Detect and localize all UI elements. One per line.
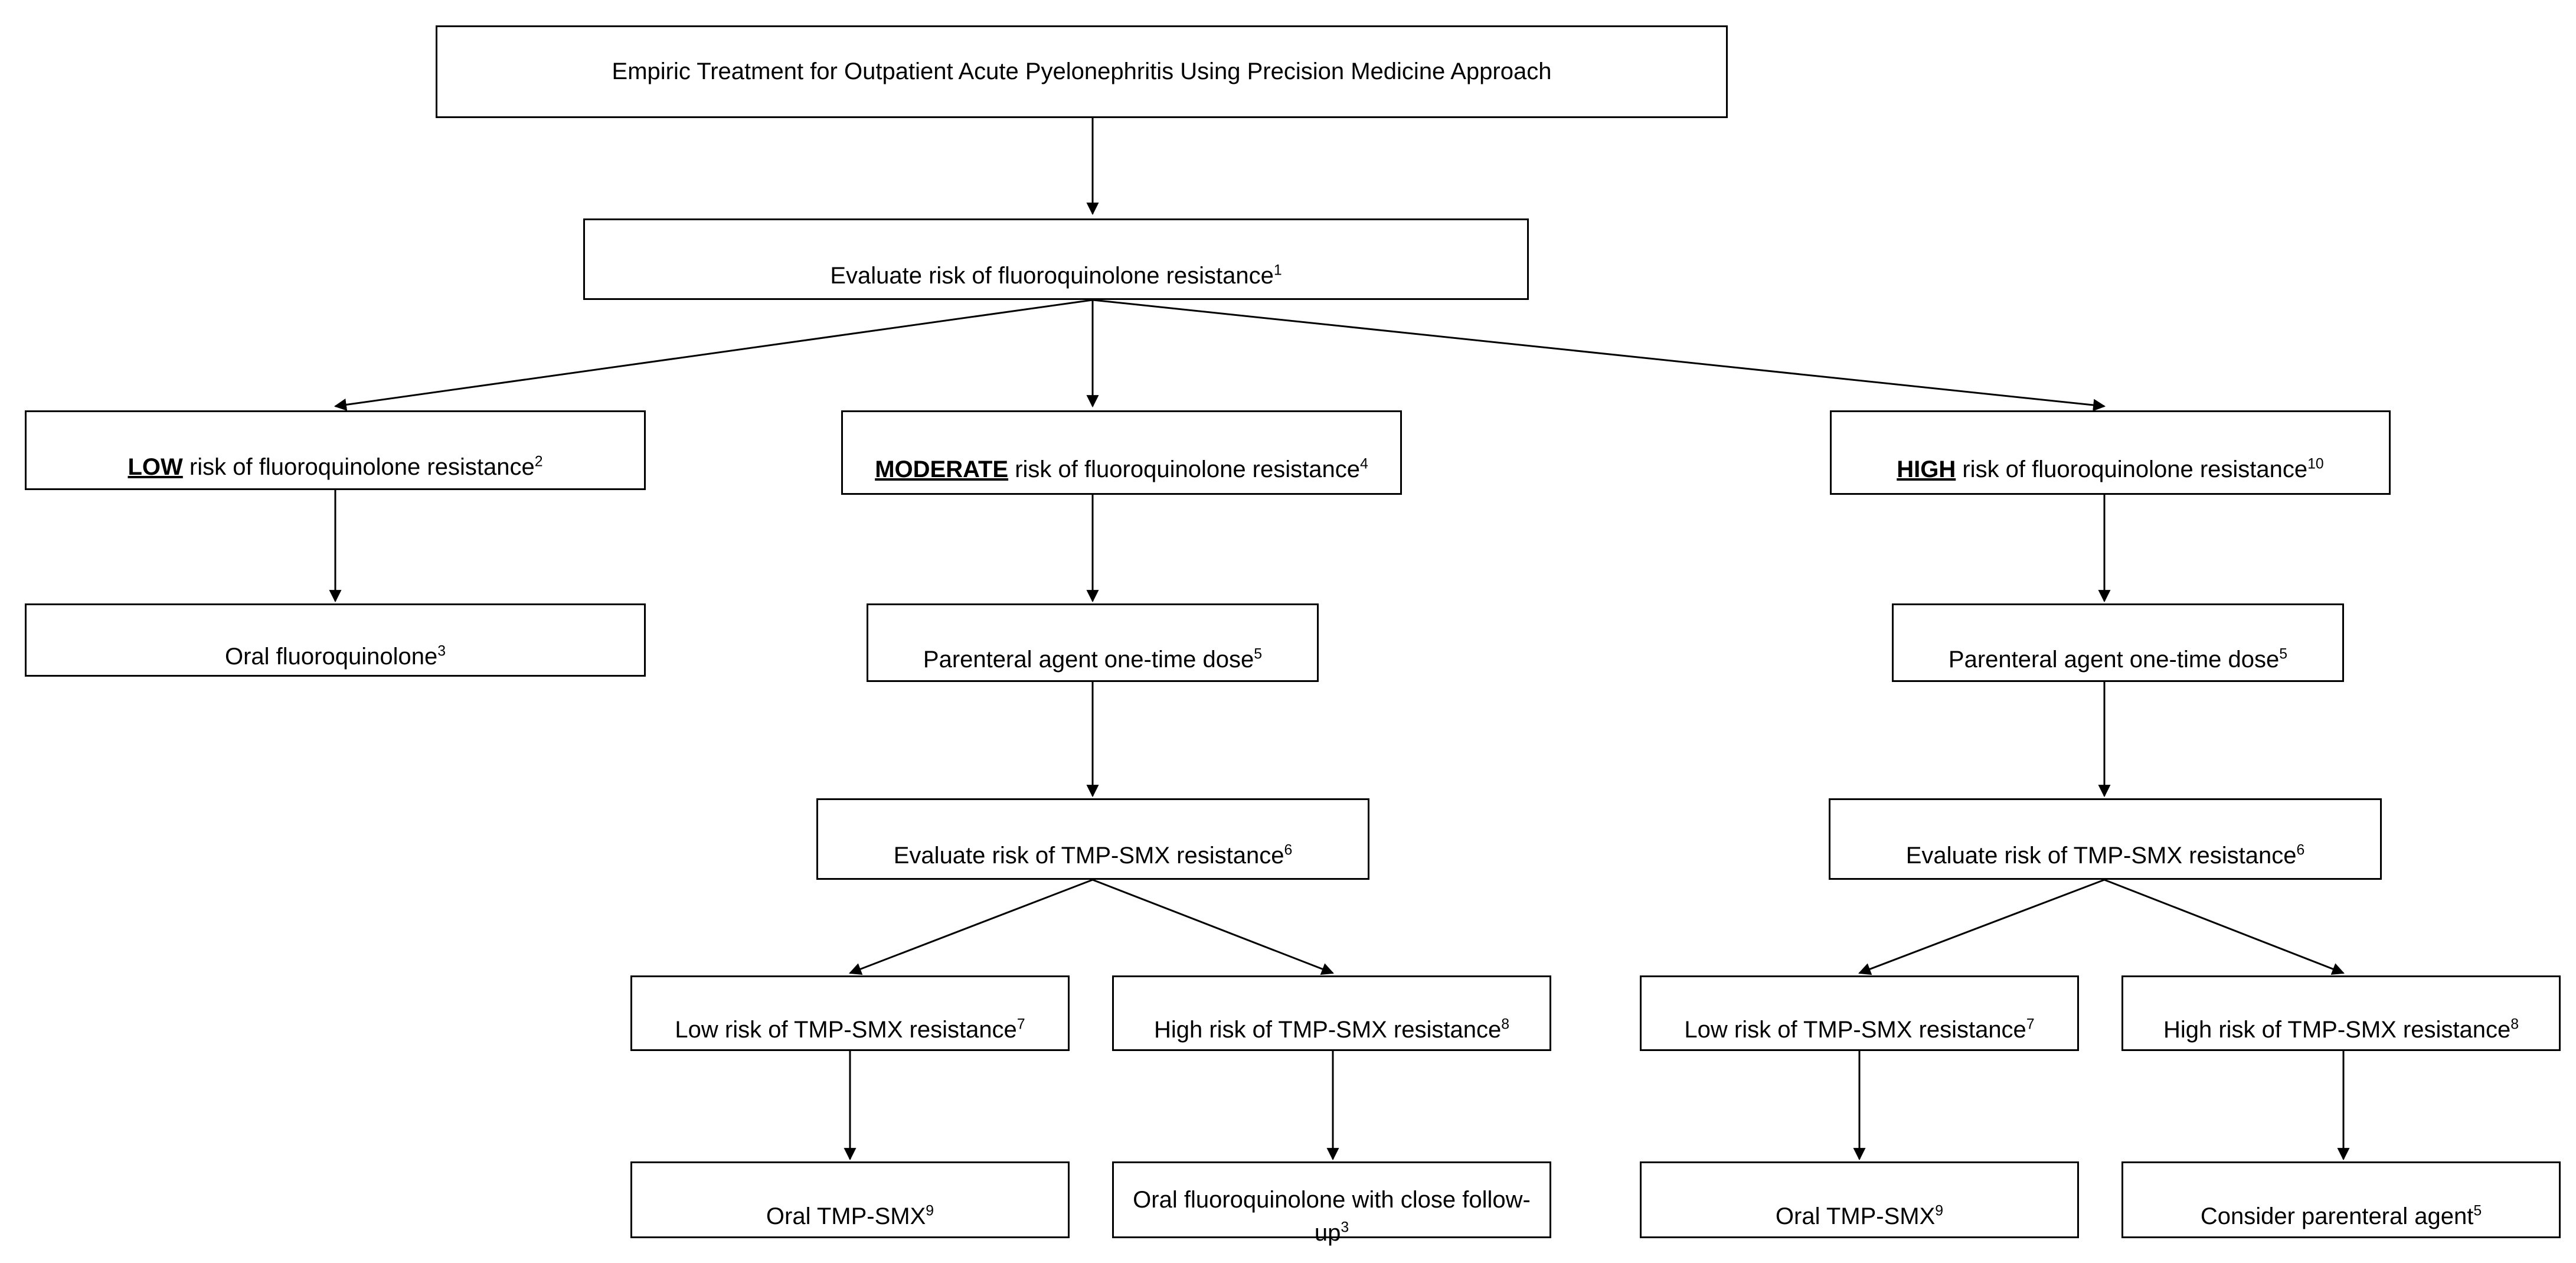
text-part: Evaluate risk of TMP-SMX resistance: [893, 843, 1284, 869]
node-oral-tmp-smx-moderate[interactable]: Oral TMP-SMX9: [630, 1161, 1070, 1238]
superscript-marker: 5: [1254, 646, 1263, 662]
superscript-marker: 9: [926, 1203, 934, 1219]
superscript-marker: 6: [1284, 842, 1293, 859]
node-consider-parenteral-agent-label: Consider parenteral agent5: [2133, 1166, 2549, 1233]
text-part: Evaluate risk of fluoroquinolone resista…: [830, 263, 1274, 289]
node-moderate-risk-fluoroquinolone[interactable]: MODERATE risk of fluoroquinolone resista…: [841, 410, 1402, 495]
node-title[interactable]: Empiric Treatment for Outpatient Acute P…: [436, 25, 1728, 118]
superscript-marker: 3: [437, 643, 446, 660]
text-part: Oral fluoroquinolone with close follow-u…: [1133, 1186, 1531, 1246]
node-high-risk-tmp-smx-moderate[interactable]: High risk of TMP-SMX resistance8: [1112, 975, 1551, 1051]
text-part: Oral fluoroquinolone: [224, 644, 438, 670]
node-low-risk-fluoroquinolone[interactable]: LOW risk of fluoroquinolone resistance2: [25, 410, 646, 490]
superscript-marker: 5: [2473, 1203, 2482, 1219]
node-title-label: Empiric Treatment for Outpatient Acute P…: [612, 58, 1552, 85]
text-part: High risk of TMP-SMX resistance: [2163, 1017, 2511, 1043]
node-low-risk-tmp-smx-high[interactable]: Low risk of TMP-SMX resistance7: [1640, 975, 2079, 1051]
text-part: Parenteral agent one-time dose: [923, 646, 1254, 673]
superscript-marker: 9: [1935, 1203, 1944, 1219]
node-parenteral-agent-moderate[interactable]: Parenteral agent one-time dose5: [867, 603, 1319, 682]
text-part: risk of fluoroquinolone resistance: [1008, 456, 1360, 482]
text-part: Evaluate risk of TMP-SMX resistance: [1905, 843, 2297, 869]
edge-evaluate-fq-to-high: [1092, 299, 2106, 412]
node-parenteral-agent-moderate-label: Parenteral agent one-time dose5: [878, 609, 1307, 677]
text-part: High risk of TMP-SMX resistance: [1153, 1017, 1502, 1043]
node-oral-fluoroquinolone-close-followup-label: Oral fluoroquinolone with close follow-u…: [1123, 1150, 1540, 1250]
node-high-risk-fluoroquinolone[interactable]: HIGH risk of fluoroquinolone resistance1…: [1830, 410, 2391, 495]
node-low-risk-tmp-smx-moderate-label: Low risk of TMP-SMX resistance7: [642, 980, 1058, 1047]
node-moderate-risk-fluoroquinolone-label: MODERATE risk of fluoroquinolone resista…: [852, 419, 1391, 487]
superscript-marker: 1: [1273, 262, 1282, 279]
node-oral-tmp-smx-moderate-label: Oral TMP-SMX9: [642, 1166, 1058, 1233]
node-oral-fluoroquinolone-label: Oral fluoroquinolone3: [36, 606, 635, 674]
node-low-risk-tmp-smx-high-label: Low risk of TMP-SMX resistance7: [1651, 980, 2068, 1047]
node-low-risk-tmp-smx-moderate[interactable]: Low risk of TMP-SMX resistance7: [630, 975, 1070, 1051]
emphasis-text: LOW: [128, 453, 183, 480]
text-part: Low risk of TMP-SMX resistance: [675, 1017, 1017, 1043]
node-evaluate-fluoroquinolone-risk-label: Evaluate risk of fluoroquinolone resista…: [594, 226, 1518, 293]
superscript-marker: 4: [1360, 456, 1368, 472]
edge-evaluate-tmp-high-to-high: [2104, 879, 2345, 975]
node-parenteral-agent-high-label: Parenteral agent one-time dose5: [1903, 609, 2333, 677]
node-oral-fluoroquinolone-close-followup[interactable]: Oral fluoroquinolone with close follow-u…: [1112, 1161, 1551, 1246]
node-low-risk-fluoroquinolone-label: LOW risk of fluoroquinolone resistance2: [36, 417, 635, 484]
text-part: Oral TMP-SMX: [1775, 1203, 1936, 1229]
node-oral-tmp-smx-high-label: Oral TMP-SMX9: [1651, 1166, 2068, 1233]
node-oral-fluoroquinolone[interactable]: Oral fluoroquinolone3: [25, 603, 646, 677]
text-part: risk of fluoroquinolone resistance: [1956, 456, 2308, 482]
node-parenteral-agent-high[interactable]: Parenteral agent one-time dose5: [1892, 603, 2344, 682]
emphasis-text: MODERATE: [875, 456, 1009, 482]
node-high-risk-tmp-smx-high[interactable]: High risk of TMP-SMX resistance8: [2121, 975, 2561, 1051]
text-part: Consider parenteral agent: [2200, 1203, 2474, 1229]
edge-evaluate-tmp-moderate-to-low: [849, 879, 1093, 975]
emphasis-text: HIGH: [1897, 456, 1956, 482]
node-high-risk-fluoroquinolone-label: HIGH risk of fluoroquinolone resistance1…: [1841, 419, 2379, 487]
node-evaluate-fluoroquinolone-risk[interactable]: Evaluate risk of fluoroquinolone resista…: [583, 218, 1529, 300]
node-high-risk-tmp-smx-moderate-label: High risk of TMP-SMX resistance8: [1123, 980, 1540, 1047]
text-part: Parenteral agent one-time dose: [1948, 646, 2280, 673]
superscript-marker: 8: [1501, 1016, 1510, 1033]
text-part: risk of fluoroquinolone resistance: [182, 453, 535, 480]
superscript-marker: 5: [2279, 646, 2288, 662]
superscript-marker: 2: [534, 453, 543, 470]
node-evaluate-tmp-smx-high-label: Evaluate risk of TMP-SMX resistance6: [1840, 805, 2371, 873]
node-consider-parenteral-agent[interactable]: Consider parenteral agent5: [2121, 1161, 2561, 1238]
superscript-marker: 8: [2510, 1016, 2519, 1033]
node-evaluate-tmp-smx-moderate-label: Evaluate risk of TMP-SMX resistance6: [828, 805, 1358, 873]
superscript-marker: 6: [2296, 842, 2305, 859]
node-evaluate-tmp-smx-moderate[interactable]: Evaluate risk of TMP-SMX resistance6: [816, 798, 1369, 880]
text-part: Low risk of TMP-SMX resistance: [1684, 1017, 2026, 1043]
edge-evaluate-fq-to-low: [334, 299, 1093, 411]
superscript-marker: 7: [1016, 1016, 1025, 1033]
superscript-marker: 3: [1341, 1220, 1349, 1236]
node-evaluate-tmp-smx-high[interactable]: Evaluate risk of TMP-SMX resistance6: [1829, 798, 2382, 880]
node-oral-tmp-smx-high[interactable]: Oral TMP-SMX9: [1640, 1161, 2079, 1238]
superscript-marker: 7: [2026, 1016, 2035, 1033]
node-high-risk-tmp-smx-high-label: High risk of TMP-SMX resistance8: [2133, 980, 2549, 1047]
edge-evaluate-tmp-moderate-to-high: [1092, 879, 1334, 975]
superscript-marker: 10: [2307, 456, 2324, 472]
text-part: Oral TMP-SMX: [766, 1203, 926, 1229]
edge-evaluate-tmp-high-to-low: [1858, 879, 2105, 975]
